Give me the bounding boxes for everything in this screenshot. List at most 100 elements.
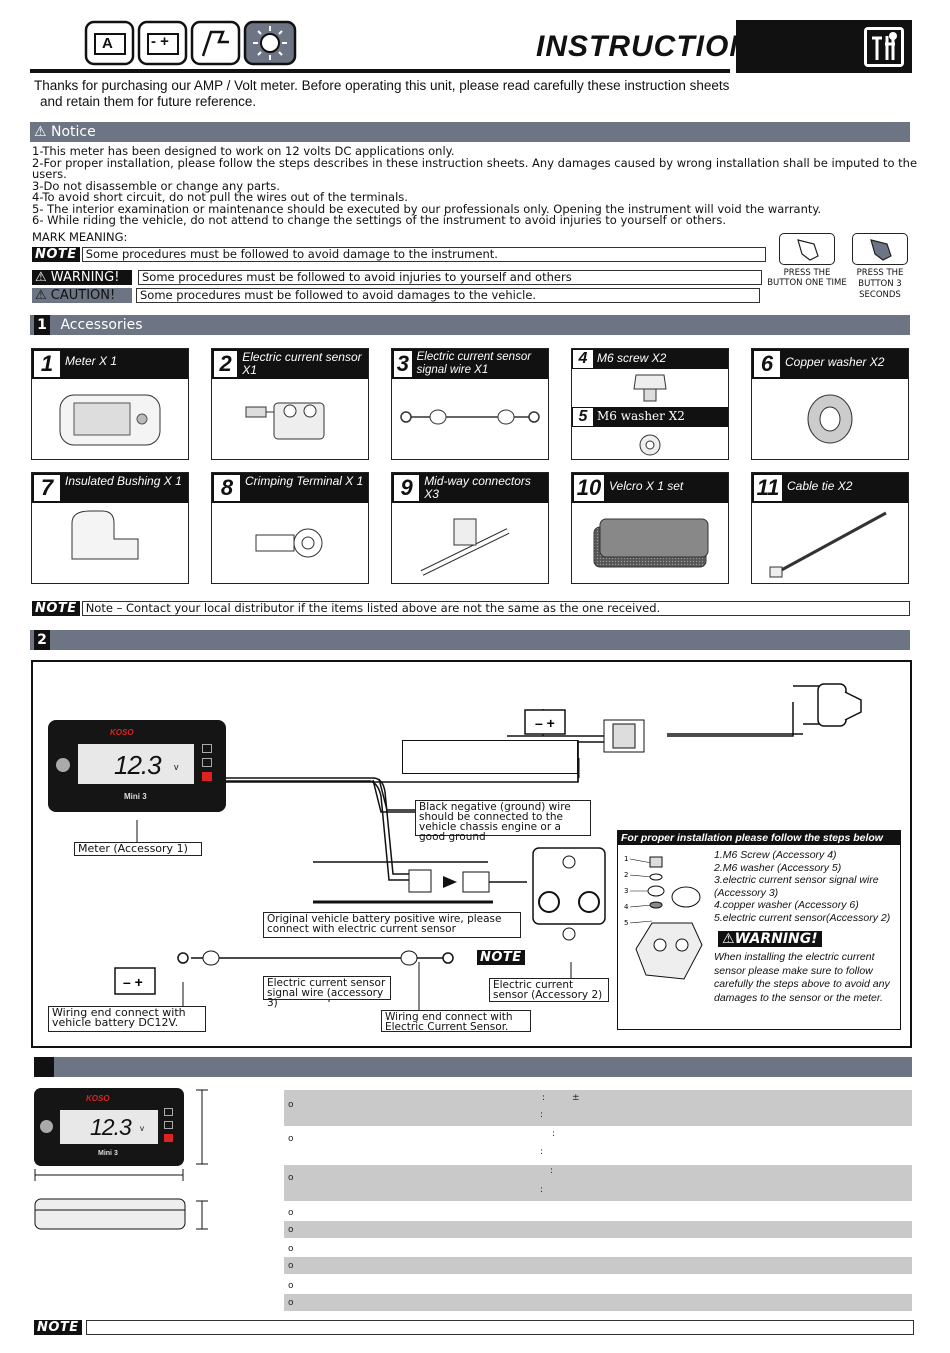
meter-label: Meter (Accessory 1)	[74, 842, 202, 856]
bullet: o	[288, 1134, 294, 1144]
notice-item: 4-To avoid short circuit, do not pull th…	[32, 190, 408, 204]
press-hold-label: PRESS THE BUTTON 3 SECONDS	[856, 268, 904, 300]
accessory-number: 10	[574, 475, 604, 501]
colon: :	[540, 1147, 544, 1157]
display-value: 12.3	[90, 1114, 132, 1140]
colon: :	[550, 1166, 554, 1176]
sensor-label: Electric current sensor (Accessory 2)	[489, 978, 609, 1002]
alarm-icon	[164, 1134, 173, 1142]
accessory-card-6: 6 Copper washer X2	[751, 348, 909, 460]
spec-row: o	[284, 1294, 912, 1311]
note-tag: NOTE	[32, 601, 80, 616]
amp-mode-icon	[164, 1108, 173, 1116]
accessory-label: Velcro X 1 set	[609, 479, 684, 493]
display-unit: v	[140, 1124, 144, 1133]
accessory-label: M6 washer X2	[597, 409, 685, 423]
accessory-label: Mid-way connectors X3	[424, 474, 531, 501]
step-mark: 4	[624, 903, 629, 911]
header-icons: A - +	[83, 20, 298, 66]
blank-label-box	[402, 740, 578, 774]
notice-item: 6- While riding the vehicle, do not atte…	[32, 213, 727, 227]
wiring-diagram: – + – + KOSO 12.3 v Mini 3 Meter (Access…	[31, 660, 912, 1048]
volt-mode-icon	[202, 758, 212, 767]
spec-row: o	[284, 1242, 912, 1256]
accessory-label: Copper washer X2	[785, 355, 885, 369]
wiring-bar: 2	[30, 630, 910, 650]
section-number: 2	[34, 630, 50, 650]
sensor-assembly-image: 1 2 3 4 5	[624, 855, 703, 980]
wiring-lines: – + – +	[114, 683, 862, 1010]
model-label: Mini 3	[98, 1150, 118, 1157]
press-once-label: PRESS THE BUTTON ONE TIME	[767, 268, 847, 288]
meter-button[interactable]	[40, 1120, 53, 1133]
accessory-card-7: 7 Insulated Bushing X 1	[31, 472, 189, 584]
accessory-header: 5 M6 washer X2	[572, 407, 728, 427]
accessories-note-text: Note – Contact your local distributor if…	[81, 601, 910, 616]
header-block	[736, 20, 912, 73]
specs-note-row: NOTE	[34, 1320, 914, 1335]
m6-washer-image	[639, 434, 661, 456]
step-item: 2.M6 washer (Accessory 5)	[714, 861, 842, 874]
accessory-number: 11	[754, 475, 782, 501]
accessory-card-10: 10 Velcro X 1 set	[571, 472, 729, 584]
specs-note-text	[85, 1320, 914, 1335]
mark-title: MARK MEANING:	[32, 230, 128, 244]
accessory-number: 8	[214, 475, 240, 501]
bullet: o	[288, 1208, 294, 1218]
notice-bar: ⚠ Notice	[30, 122, 910, 142]
warning-tag: ⚠ WARNING!	[32, 270, 132, 285]
warning-tag: ⚠WARNING!	[718, 931, 822, 947]
title-rule	[30, 69, 730, 73]
meter-display: 12.3 v	[60, 1110, 158, 1144]
notice-item: 3-Do not disassemble or change any parts…	[32, 178, 280, 193]
accessory-number: 4	[573, 350, 593, 368]
step-item: 4.copper washer (Accessory 6)	[714, 899, 859, 911]
step-mark: 3	[624, 887, 628, 895]
warning-triangle-icon: ⚠	[34, 124, 47, 140]
volt-icon: - +	[151, 33, 169, 50]
meter-button[interactable]	[56, 758, 70, 772]
battery-wire-label: Original vehicle battery positive wire, …	[263, 912, 521, 938]
spec-row: o	[284, 1279, 912, 1293]
accessory-header: 7 Insulated Bushing X 1	[32, 473, 188, 503]
svg-text:– +: – +	[123, 974, 143, 990]
specs-bar	[34, 1057, 912, 1077]
accessory-card-4-5: 4 M6 screw X2 5 M6 washer X2	[571, 348, 729, 460]
mark-caution-row: ⚠ CAUTION! Some procedures must be follo…	[32, 288, 760, 303]
accessory-header: 6 Copper washer X2	[752, 349, 908, 379]
step-mark: 5	[624, 919, 628, 927]
accessory-number: 7	[34, 475, 60, 501]
spec-row: o	[284, 1221, 912, 1238]
accessory-label: Meter X 1	[65, 354, 118, 368]
plus-minus: ±	[572, 1093, 580, 1103]
accessory-label: Insulated Bushing X 1	[65, 474, 182, 488]
accessories-bar: 1 Accessories	[30, 315, 910, 335]
accessories-note-row: NOTE Note – Contact your local distribut…	[32, 601, 910, 616]
accessory-number: 2	[214, 351, 238, 377]
bullet: o	[288, 1261, 294, 1271]
step-item: 5.electric current sensor(Accessory 2)	[714, 911, 891, 924]
bushing-image	[71, 510, 139, 560]
intro-line-1: Thanks for purchasing our AMP / Volt met…	[34, 78, 730, 93]
colon: :	[542, 1093, 546, 1103]
accessory-label: M6 screw X2	[597, 351, 667, 365]
spec-row: o	[284, 1206, 912, 1220]
signal-wire-image	[400, 409, 540, 425]
accessory-number: 6	[754, 351, 780, 377]
brand-logo: KOSO	[86, 1094, 110, 1103]
accessory-number: 1	[34, 351, 60, 377]
ground-wire-label: Black negative (ground) wire should be c…	[415, 800, 591, 842]
note-text: Some procedures must be followed to avoi…	[81, 247, 766, 262]
spec-meter-front: KOSO 12.3 v Mini 3	[34, 1088, 184, 1166]
press-hold-icon	[852, 233, 908, 265]
intro-text: Thanks for purchasing our AMP / Volt met…	[34, 78, 729, 110]
accessory-number: 5	[573, 408, 593, 426]
caution-text: Some procedures must be followed to avoi…	[136, 288, 760, 303]
warning-tag-label: WARNING!	[50, 270, 120, 285]
accessory-header: 4 M6 screw X2	[572, 349, 728, 369]
bullet: o	[288, 1298, 294, 1308]
